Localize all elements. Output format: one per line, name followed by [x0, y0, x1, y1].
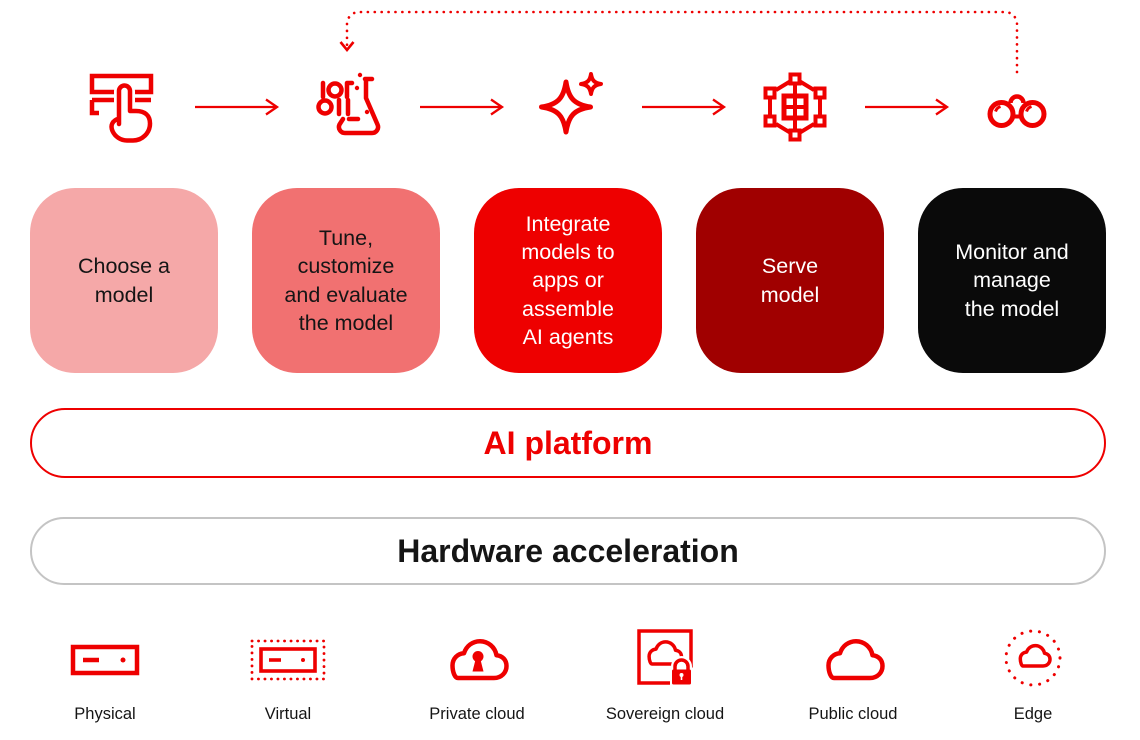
- flow-arrow-1: [195, 98, 280, 116]
- infra-label-virtual: Virtual: [264, 705, 312, 723]
- monitor-binoculars-icon: [987, 94, 1047, 128]
- hardware-acceleration-label: Hardware acceleration: [397, 532, 739, 569]
- feedback-loop-dotted-arrow: [339, 10, 1019, 74]
- step-card-monitor-manage: Monitor and manage the model: [918, 188, 1106, 373]
- infra-physical: Physical: [20, 628, 190, 724]
- private-cloud-lock-icon: [450, 638, 509, 681]
- step-card-serve-model: Serve model: [696, 188, 884, 373]
- integrate-sparkles-icon: [539, 72, 603, 135]
- infra-label-edge: Edge: [1013, 705, 1053, 723]
- virtual-server-icon: [250, 639, 326, 681]
- sovereign-cloud-padlock-icon: [637, 629, 693, 687]
- flow-arrow-4: [865, 98, 950, 116]
- ai-platform-label: AI platform: [483, 424, 653, 461]
- infra-private-cloud: Private cloud: [392, 628, 562, 724]
- step-card-choose-model: Choose a model: [30, 188, 218, 373]
- hardware-acceleration-bar: Hardware acceleration: [30, 517, 1106, 585]
- flow-arrow-3: [642, 98, 727, 116]
- infra-label-public-cloud: Public cloud: [808, 705, 898, 723]
- infra-label-physical: Physical: [74, 705, 136, 723]
- infra-edge: Edge: [948, 628, 1118, 724]
- physical-server-icon: [70, 644, 140, 676]
- infra-label-private-cloud: Private cloud: [429, 705, 525, 723]
- flow-arrow-2: [420, 98, 505, 116]
- infra-sovereign-cloud: Sovereign cloud: [580, 628, 750, 724]
- step-card-tune-customize: Tune, customize and evaluate the model: [252, 188, 440, 373]
- tune-flask-binary-icon: [316, 72, 381, 136]
- serve-model-network-icon: [763, 72, 827, 142]
- infra-label-sovereign-cloud: Sovereign cloud: [605, 705, 725, 723]
- step-card-integrate-models: Integrate models to apps or assemble AI …: [474, 188, 662, 373]
- lifecycle-step-cards: Choose a model Tune, customize and evalu…: [30, 188, 1106, 373]
- edge-cloud-icon: [1004, 629, 1062, 687]
- infra-virtual: Virtual: [203, 628, 373, 724]
- infra-public-cloud: Public cloud: [768, 628, 938, 724]
- public-cloud-icon: [826, 638, 885, 681]
- choose-model-hand-icon: [89, 73, 156, 146]
- ai-platform-bar: AI platform: [30, 408, 1106, 478]
